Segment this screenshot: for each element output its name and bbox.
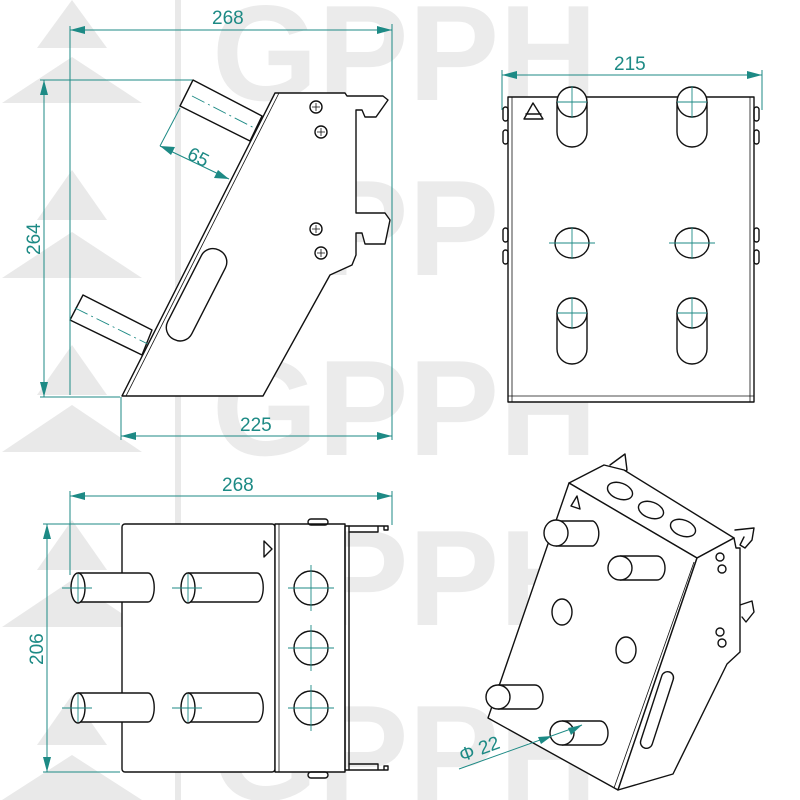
screw-icon (715, 552, 727, 648)
logo-icon (570, 495, 581, 510)
dimension-depth: 206 (27, 523, 120, 773)
tube-bottom-left (556, 297, 588, 365)
tube-top-inner (172, 572, 264, 604)
svg-text:65: 65 (184, 144, 212, 172)
svg-text:206: 206 (27, 633, 48, 665)
watermark-logo-icon (2, 0, 142, 800)
screw-icon (309, 100, 328, 260)
logo-icon (523, 102, 544, 120)
logo-icon (263, 540, 273, 558)
tube-bottom-right (676, 297, 708, 365)
tube-top-right (676, 86, 708, 148)
bolt-icon (307, 518, 329, 526)
iso-tube-2 (607, 555, 666, 581)
iso-tube-1 (543, 519, 600, 547)
svg-text:268: 268 (222, 475, 254, 496)
tube-bottom-inner (172, 692, 264, 724)
dimension-base-length: 225 (120, 397, 392, 440)
side-view: 268 264 65 225 (24, 8, 393, 440)
hole-mid-left (549, 227, 595, 259)
front-view: 215 (501, 54, 763, 403)
bolt-icon (502, 106, 760, 265)
iso-tube-3 (485, 684, 544, 710)
dimension-overall-height: 264 (24, 79, 192, 398)
isometric-view: Φ 22 (457, 453, 755, 791)
top-view: 268 206 (27, 475, 393, 779)
tube-top-left (556, 86, 588, 148)
svg-text:268: 268 (212, 8, 244, 29)
svg-text:225: 225 (240, 415, 272, 436)
svg-text:215: 215 (614, 54, 646, 75)
dimension-overall-width: 268 (69, 8, 393, 440)
hole-mid-right (669, 227, 715, 259)
bolt-icon (307, 771, 329, 779)
tube-bottom-outer (62, 692, 155, 724)
top-holes (288, 565, 334, 731)
svg-text:264: 264 (24, 223, 45, 255)
dimension-overall-width: 268 (69, 475, 393, 575)
dimension-width: 215 (501, 54, 763, 110)
tube-top-outer (62, 572, 155, 604)
